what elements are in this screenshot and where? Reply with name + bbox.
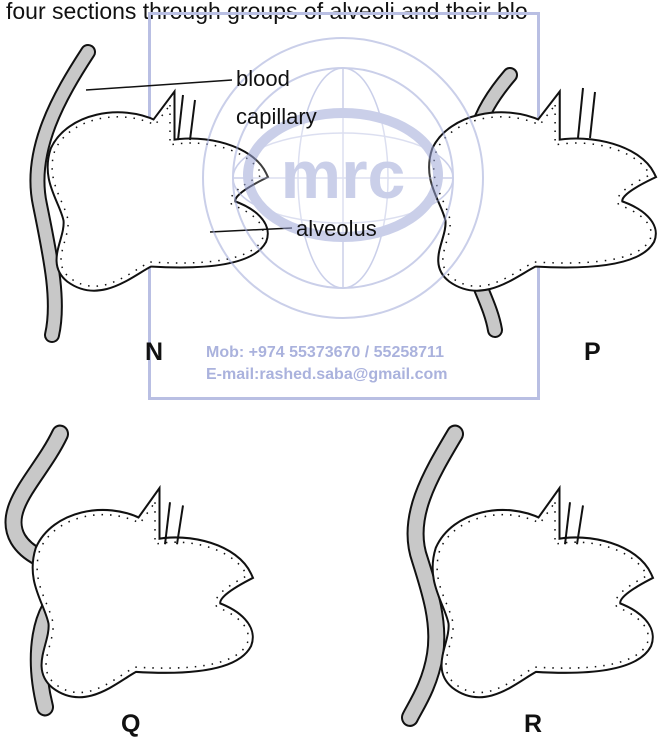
section-label-n: N xyxy=(145,338,163,367)
label-line-blood xyxy=(86,80,232,90)
section-label-r: R xyxy=(524,710,542,739)
watermark-mobile: Mob: +974 55373670 / 55258711 xyxy=(206,344,444,362)
label-alveolus: alveolus xyxy=(296,216,377,242)
section-q-diagram xyxy=(13,434,248,707)
section-r-diagram xyxy=(410,434,648,718)
section-label-q: Q xyxy=(121,710,140,739)
watermark-email: E-mail:rashed.saba@gmail.com xyxy=(206,366,447,384)
label-blood: blood xyxy=(236,66,290,92)
section-label-p: P xyxy=(584,338,601,367)
watermark-center-text: mrc xyxy=(281,137,406,213)
label-capillary: capillary xyxy=(236,104,317,130)
